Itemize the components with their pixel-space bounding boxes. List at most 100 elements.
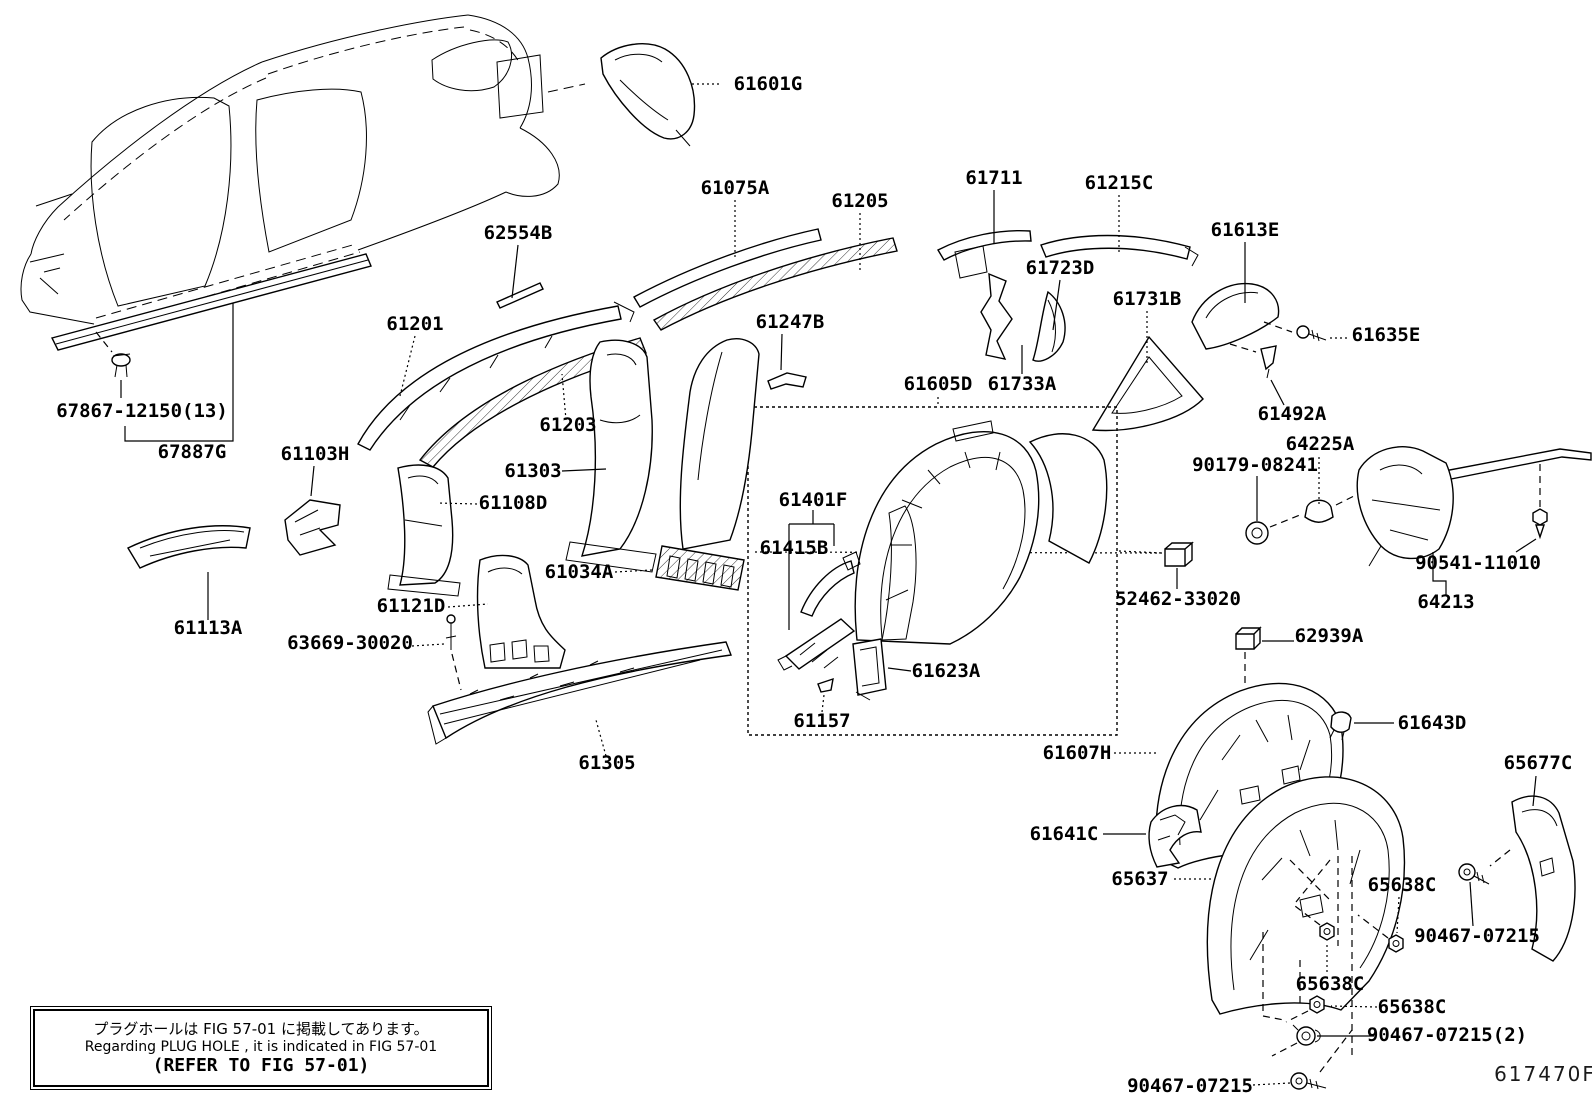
grommet-inner: [1251, 527, 1263, 539]
bolt-head: [1296, 325, 1310, 339]
inner-lines: [614, 53, 691, 147]
strip: [496, 282, 544, 309]
part-label-61601g: 61601G: [734, 73, 803, 95]
outline: [1191, 282, 1280, 350]
outline: [852, 638, 887, 696]
body: [1356, 446, 1454, 560]
rail: [1040, 234, 1191, 260]
screw-90467-bottom: [1252, 1029, 1353, 1090]
tip: [1266, 368, 1270, 379]
nut: [1319, 922, 1335, 941]
part-61247b: [767, 333, 807, 390]
leader: [780, 333, 783, 371]
pin-outer: [1296, 1026, 1316, 1046]
details: [1368, 464, 1441, 567]
part-61157: [817, 677, 834, 713]
part-61723d: [1032, 279, 1066, 362]
inner: [294, 509, 321, 536]
dash-to-clip: [1229, 321, 1293, 353]
part-61113a: [127, 525, 251, 620]
screw-center: [1463, 868, 1471, 876]
pillar: [679, 338, 760, 550]
part-61492a-clip: [1260, 345, 1285, 406]
leader: [436, 502, 478, 505]
part-61215c: [1040, 195, 1199, 267]
nut-65638c-2: [1294, 905, 1335, 972]
pin-shaft: [445, 623, 457, 650]
floor-rail-ribs: [777, 642, 839, 671]
part-64213: [1356, 446, 1592, 596]
part-label-61613e: 61613E: [1211, 219, 1280, 241]
part-label-64213: 64213: [1417, 591, 1474, 613]
roof-inner-dashed: [267, 26, 465, 75]
part-65637: [1174, 776, 1406, 1015]
clip: [817, 677, 834, 693]
rail: [418, 337, 647, 468]
leader: [1270, 379, 1285, 406]
part-61731b: [1091, 311, 1204, 432]
cube: [1164, 541, 1194, 567]
foot: [387, 475, 461, 597]
pin-head: [446, 614, 456, 624]
hook: [842, 551, 861, 571]
leader: [561, 468, 607, 472]
curved-bracket: [800, 560, 855, 617]
part-61415b-bracket: [777, 510, 861, 671]
part-label-90467-2: 90467-07215(2): [1367, 1024, 1527, 1046]
outline: [284, 499, 341, 556]
tip-flange: [613, 301, 635, 323]
outer: [1206, 776, 1406, 1015]
screw-center: [1295, 1077, 1303, 1085]
screw-head: [1290, 1072, 1308, 1090]
inner-arch: [880, 457, 1026, 639]
front-edge: [20, 253, 95, 325]
part-label-62939a: 62939A: [1295, 625, 1364, 647]
part-label-61733a: 61733A: [988, 373, 1057, 395]
leader: [1532, 775, 1537, 807]
nut-65638c-3: [1285, 995, 1378, 1023]
part-61643d-clip: [1329, 711, 1394, 741]
pillar: [397, 464, 454, 586]
tab: [1184, 246, 1199, 267]
bracket-61401f: [788, 510, 835, 630]
a-pillar-edge: [30, 61, 263, 255]
part-label-61303: 61303: [504, 460, 561, 482]
screw-shaft: [1473, 871, 1490, 885]
part-61623a: [852, 638, 912, 701]
dashes: [1269, 493, 1359, 528]
part-90179-grommet: [1245, 476, 1269, 545]
pillar: [580, 339, 653, 557]
prongs: [1329, 729, 1345, 741]
ticks: [399, 335, 553, 421]
part-label-61205: 61205: [831, 190, 888, 212]
outline: [1148, 804, 1202, 868]
part-label-61711: 61711: [965, 167, 1022, 189]
note-line-refer: (REFER TO FIG 57-01): [152, 1054, 370, 1076]
dash: [1357, 914, 1389, 939]
bracket-67887: [124, 303, 234, 442]
part-61108d: [387, 464, 478, 597]
leader: [1052, 279, 1061, 331]
dashed-box: [747, 406, 1118, 736]
quarter-piece: [1028, 433, 1108, 564]
part-62554b: [496, 244, 544, 309]
rear-quarter-edge: [505, 127, 560, 197]
part-label-65638c-1: 65638C: [1368, 874, 1437, 896]
bolt-head: [1532, 508, 1548, 526]
outline: [1511, 795, 1576, 962]
inner: [855, 646, 880, 701]
leader: [1252, 1082, 1291, 1086]
front-door-aperture: [90, 96, 232, 307]
a-pillar-inner-dashed: [63, 77, 267, 221]
part-label-90467-1: 90467-07215: [1414, 925, 1540, 947]
part-label-61108d: 61108D: [479, 492, 548, 514]
rear-door-aperture: [255, 88, 367, 253]
part-61711: [937, 190, 1032, 279]
part-61601g: [600, 43, 720, 147]
part-61733a: [980, 272, 1023, 374]
inner-line: [1047, 299, 1056, 353]
part-61103h: [284, 465, 341, 556]
inner-lines: [427, 649, 723, 745]
inner-triangle: [1111, 356, 1183, 414]
